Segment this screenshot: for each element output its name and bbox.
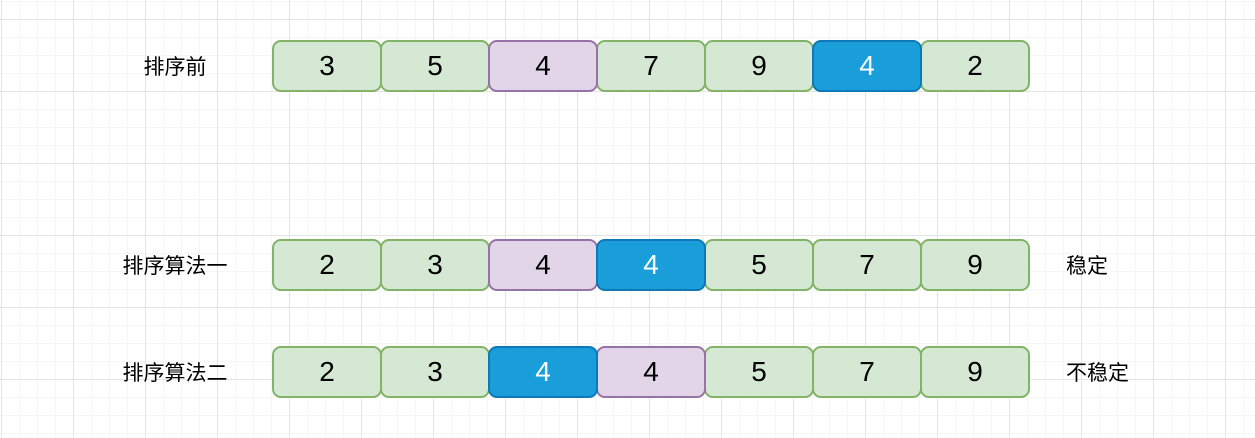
array-cell: 5 (704, 346, 814, 398)
array-cell: 3 (272, 40, 382, 92)
array-cell: 4 (488, 40, 598, 92)
array-cell: 5 (704, 239, 814, 291)
row-label-algorithm-1: 排序算法一 (122, 255, 228, 278)
array-cell: 4 (596, 239, 706, 291)
array-cell: 4 (488, 346, 598, 398)
array-cell: 7 (596, 40, 706, 92)
array-cell: 9 (704, 40, 814, 92)
array-cell: 5 (380, 40, 490, 92)
array-cell: 4 (812, 40, 922, 92)
array-cell: 2 (920, 40, 1030, 92)
stability-label-unstable: 不稳定 (1066, 362, 1129, 385)
row-label-algorithm-2: 排序算法二 (122, 362, 228, 385)
array-cell: 3 (380, 346, 490, 398)
array-cell: 4 (488, 239, 598, 291)
sort-row-before: 排序前 3 5 4 7 9 4 2 (0, 40, 1255, 92)
array-cell: 9 (920, 346, 1030, 398)
array-cell: 2 (272, 346, 382, 398)
array-cell: 4 (596, 346, 706, 398)
array-cell: 7 (812, 239, 922, 291)
array-cell: 2 (272, 239, 382, 291)
sort-row-algorithm-1: 排序算法一 2 3 4 4 5 7 9 稳定 (0, 239, 1255, 291)
row-label-before: 排序前 (143, 56, 207, 79)
array-cell: 3 (380, 239, 490, 291)
sort-row-algorithm-2: 排序算法二 2 3 4 4 5 7 9 不稳定 (0, 346, 1255, 398)
array-cell: 7 (812, 346, 922, 398)
array-cells-algorithm-1: 2 3 4 4 5 7 9 (272, 239, 1030, 291)
array-cells-algorithm-2: 2 3 4 4 5 7 9 (272, 346, 1030, 398)
array-cells-before: 3 5 4 7 9 4 2 (272, 40, 1030, 92)
stability-label-stable: 稳定 (1066, 255, 1108, 278)
array-cell: 9 (920, 239, 1030, 291)
